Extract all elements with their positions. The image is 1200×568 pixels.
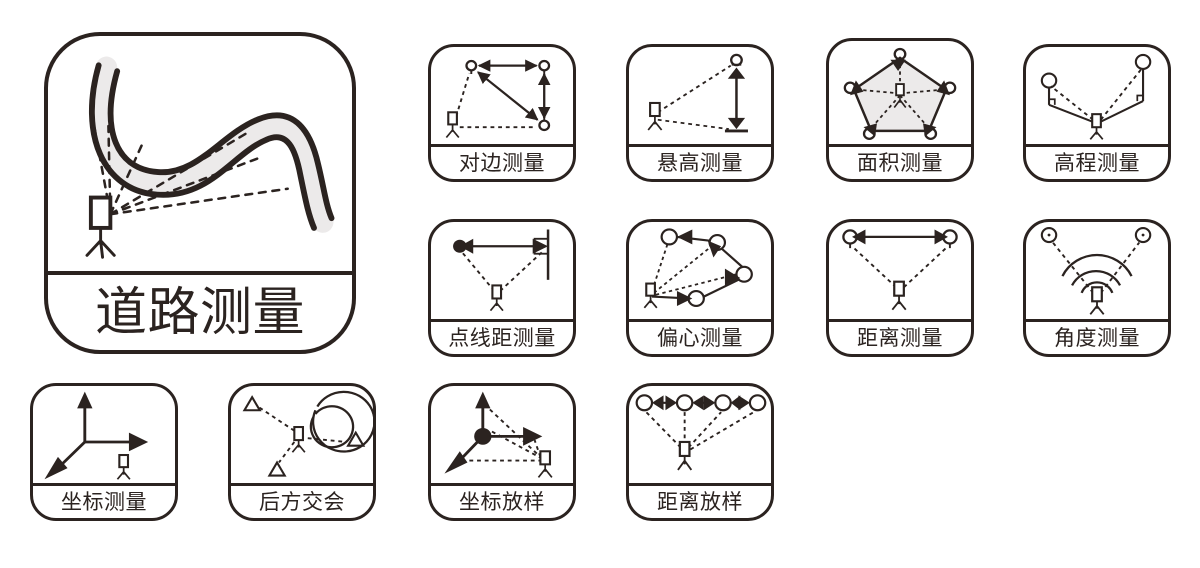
tile-label: 点线距测量 (448, 325, 556, 350)
tile-eccentric[interactable]: 偏心测量 (626, 219, 774, 357)
tile-divider (829, 144, 971, 147)
tile-divider (629, 144, 771, 147)
tile-missing-line[interactable]: 对边测量 (428, 44, 576, 182)
tile-coordinate[interactable]: 坐标测量 (30, 383, 178, 521)
tile-divider (629, 319, 771, 322)
tile-label: 距离测量 (857, 325, 943, 350)
tile-label: 距离放样 (657, 489, 743, 514)
tile-road-survey[interactable]: 道路测量 (44, 32, 356, 354)
tile-label: 坐标测量 (61, 489, 147, 514)
tile-divider (231, 483, 373, 486)
tile-divider (431, 319, 573, 322)
tile-label: 道路测量 (94, 282, 305, 343)
tile-label: 对边测量 (459, 150, 545, 175)
tile-divider (1026, 319, 1168, 322)
remote-elevation-icon (629, 47, 771, 144)
tile-label: 坐标放样 (459, 489, 545, 514)
tile-divider (431, 483, 573, 486)
tile-elevation[interactable]: 高程测量 (1023, 44, 1171, 182)
tile-label: 后方交会 (259, 489, 345, 514)
tile-remote-elevation[interactable]: 悬高测量 (626, 44, 774, 182)
tile-distance-stakeout[interactable]: 距离放样 (626, 383, 774, 521)
road-survey-icon (48, 36, 352, 271)
tile-label: 角度测量 (1054, 325, 1140, 350)
resection-icon (231, 386, 373, 483)
tile-label: 偏心测量 (657, 325, 743, 350)
tile-divider (829, 319, 971, 322)
tile-divider (1026, 144, 1168, 147)
coordinate-measurement-icon (33, 386, 175, 483)
tile-angle[interactable]: 角度测量 (1023, 219, 1171, 357)
coordinate-stakeout-icon (431, 386, 573, 483)
tile-label: 高程测量 (1054, 150, 1140, 175)
tile-divider (33, 483, 175, 486)
elevation-measurement-icon (1026, 47, 1168, 144)
tile-label: 悬高测量 (657, 150, 743, 175)
tile-label: 面积测量 (857, 150, 943, 175)
tile-distance[interactable]: 距离测量 (826, 219, 974, 357)
area-measurement-icon (829, 41, 971, 144)
tile-coordinate-stakeout[interactable]: 坐标放样 (428, 383, 576, 521)
missing-line-measurement-icon (431, 47, 573, 144)
distance-stakeout-icon (629, 386, 771, 483)
tile-resection[interactable]: 后方交会 (228, 383, 376, 521)
tile-divider (48, 271, 352, 275)
tile-divider (431, 144, 573, 147)
tile-point-to-line[interactable]: 点线距测量 (428, 219, 576, 357)
eccentric-measurement-icon (629, 222, 771, 319)
tile-divider (629, 483, 771, 486)
tile-area[interactable]: 面积测量 (826, 38, 974, 182)
point-to-line-distance-icon (431, 222, 573, 319)
angle-measurement-icon (1026, 222, 1168, 319)
distance-measurement-icon (829, 222, 971, 319)
